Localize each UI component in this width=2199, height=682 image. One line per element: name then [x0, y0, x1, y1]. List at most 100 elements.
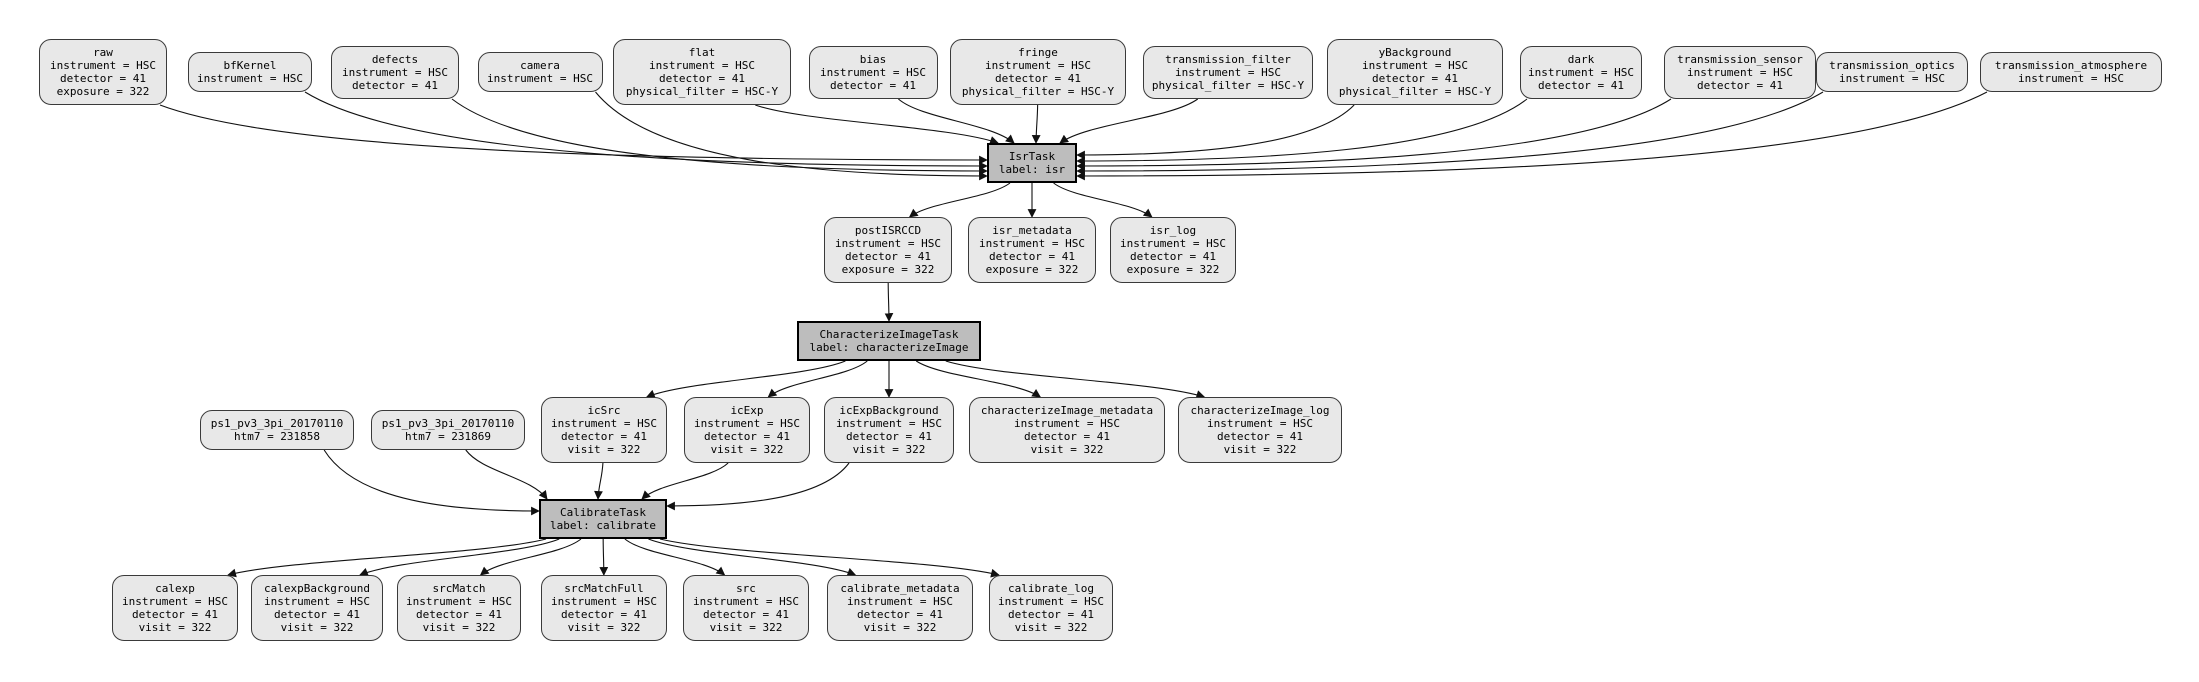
- edge-calibrateTask-to-src: [624, 538, 726, 576]
- node-title: transmission_sensor: [1677, 53, 1803, 66]
- edge-calibrateTask-to-calexpBackground: [359, 538, 560, 577]
- node-attribute: instrument = HSC: [847, 595, 953, 608]
- node-attribute: instrument = HSC: [1528, 66, 1634, 79]
- node-attribute: visit = 322: [138, 621, 212, 634]
- node-attribute: exposure = 322: [56, 85, 150, 98]
- node-attribute: instrument = HSC: [1207, 417, 1313, 430]
- node-attribute: visit = 322: [280, 621, 354, 634]
- node-attribute: instrument = HSC: [835, 237, 941, 250]
- node-attribute: instrument = HSC: [264, 595, 370, 608]
- node-attribute: label: isr: [998, 163, 1066, 176]
- edge-dark-to-isrTask: [1076, 98, 1528, 166]
- node-attribute: detector = 41: [988, 250, 1076, 263]
- node-attribute: instrument = HSC: [649, 59, 755, 72]
- node-attribute: detector = 41: [1537, 79, 1625, 92]
- node-attribute: visit = 322: [710, 443, 784, 456]
- node-attribute: htm7 = 231869: [404, 430, 492, 443]
- node-attribute: detector = 41: [658, 72, 746, 85]
- node-attribute: detector = 41: [1216, 430, 1304, 443]
- edge-characterizeImageTask-to-characterizeImage_log: [945, 360, 1206, 399]
- node-attribute: instrument = HSC: [342, 66, 448, 79]
- node-attribute: detector = 41: [560, 430, 648, 443]
- node-attribute: instrument = HSC: [487, 72, 593, 85]
- node-attribute: exposure = 322: [985, 263, 1079, 276]
- node-attribute: instrument = HSC: [820, 66, 926, 79]
- node-attribute: instrument = HSC: [1175, 66, 1281, 79]
- edge-isrTask-to-isr_log: [1053, 182, 1153, 218]
- node-title: calibrate_metadata: [840, 582, 960, 595]
- node-attribute: visit = 322: [567, 443, 641, 456]
- edge-isrTask-to-postISRCCD: [908, 182, 1011, 218]
- node-attribute: instrument = HSC: [406, 595, 512, 608]
- node-attribute: detector = 41: [1129, 250, 1217, 263]
- node-attribute: visit = 322: [852, 443, 926, 456]
- node-title: yBackground: [1378, 46, 1452, 59]
- node-attribute: physical_filter = HSC-Y: [625, 85, 779, 98]
- edge-calibrateTask-to-srcMatchFull: [599, 538, 609, 576]
- node-attribute: detector = 41: [131, 608, 219, 621]
- node-attribute: instrument = HSC: [1687, 66, 1793, 79]
- node-title: calexp: [155, 582, 195, 595]
- edge-ps1_htm7_231869-to-calibrateTask: [465, 449, 548, 500]
- node-attribute: detector = 41: [1007, 608, 1095, 621]
- node-title: bias: [859, 53, 887, 66]
- node-attribute: detector = 41: [829, 79, 917, 92]
- node-title: ps1_pv3_3pi_20170110: [210, 417, 344, 430]
- node-attribute: detector = 41: [845, 430, 933, 443]
- node-attribute: visit = 322: [1014, 621, 1088, 634]
- node-attribute: detector = 41: [415, 608, 503, 621]
- node-attribute: detector = 41: [856, 608, 944, 621]
- node-title: characterizeImage_metadata: [980, 404, 1154, 417]
- edge-defects-to-isrTask: [451, 98, 988, 176]
- node-title: CharacterizeImageTask: [819, 328, 959, 341]
- node-attribute: physical_filter = HSC-Y: [961, 85, 1115, 98]
- node-title: calexpBackground: [264, 582, 370, 595]
- node-attribute: physical_filter = HSC-Y: [1151, 79, 1305, 92]
- node-attribute: exposure = 322: [1126, 263, 1220, 276]
- edge-raw-to-isrTask: [159, 104, 988, 165]
- node-attribute: instrument = HSC: [998, 595, 1104, 608]
- node-attribute: instrument = HSC: [979, 237, 1085, 250]
- node-attribute: detector = 41: [994, 72, 1082, 85]
- node-title: transmission_atmosphere: [1994, 59, 2148, 72]
- node-attribute: instrument = HSC: [1014, 417, 1120, 430]
- node-attribute: instrument = HSC: [122, 595, 228, 608]
- node-attribute: instrument = HSC: [551, 595, 657, 608]
- node-title: camera: [520, 59, 560, 72]
- edge-icExp-to-calibrateTask: [641, 462, 729, 500]
- node-attribute: detector = 41: [59, 72, 147, 85]
- edge-icExpBackground-to-calibrateTask: [666, 462, 850, 511]
- node-attribute: visit = 322: [567, 621, 641, 634]
- edge-characterizeImageTask-to-icSrc: [645, 360, 846, 399]
- node-attribute: label: calibrate: [550, 519, 656, 532]
- edge-calibrateTask-to-srcMatch: [479, 538, 582, 576]
- node-attribute: instrument = HSC: [2018, 72, 2124, 85]
- edge-transmission_sensor-to-isrTask: [1076, 98, 1672, 171]
- node-attribute: instrument = HSC: [197, 72, 303, 85]
- node-title: src: [736, 582, 756, 595]
- node-title: bfKernel: [223, 59, 277, 72]
- node-attribute: instrument = HSC: [551, 417, 657, 430]
- node-attribute: visit = 322: [1223, 443, 1297, 456]
- node-title: characterizeImage_log: [1190, 404, 1330, 417]
- edge-yBackground-to-isrTask: [1076, 104, 1355, 160]
